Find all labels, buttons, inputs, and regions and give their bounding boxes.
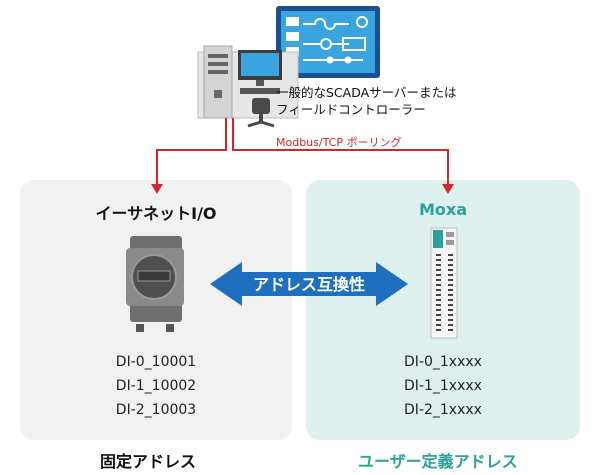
fixed-address-list: DI-0_10001 DI-1_10002 DI-2_10003 xyxy=(20,350,292,422)
list-item: DI-0_10001 xyxy=(115,354,197,370)
ethernet-io-title: イーサネットI/O xyxy=(95,204,217,223)
list-item: DI-2_10003 xyxy=(115,402,197,418)
list-item: DI-2_1xxxx xyxy=(404,402,482,418)
scada-label-line1: 一般的なSCADAサーバーまたは xyxy=(276,85,457,100)
scada-label: 一般的なSCADAサーバーまたは フィールドコントローラー xyxy=(276,84,457,118)
polling-connectors xyxy=(151,118,454,194)
user-address-caption: ユーザー定義アドレス xyxy=(358,452,518,471)
user-address-list: DI-0_1xxxx DI-1_1xxxx DI-2_1xxxx xyxy=(306,350,580,422)
list-item: DI-1_10002 xyxy=(115,378,197,394)
workstation-icon xyxy=(197,45,299,128)
moxa-device-icon xyxy=(430,227,458,339)
compat-label: アドレス互換性 xyxy=(253,275,365,294)
address-compat-arrow: アドレス互換性 xyxy=(210,262,408,306)
fixed-address-caption: 固定アドレス xyxy=(100,452,197,471)
moxa-title: Moxa xyxy=(418,200,468,219)
ethernet-io-device-icon xyxy=(126,236,184,332)
scada-label-line2: フィールドコントローラー xyxy=(276,102,426,117)
list-item: DI-1_1xxxx xyxy=(404,378,482,394)
polling-label: Modbus/TCP ポーリング xyxy=(276,136,402,149)
list-item: DI-0_1xxxx xyxy=(404,354,482,370)
